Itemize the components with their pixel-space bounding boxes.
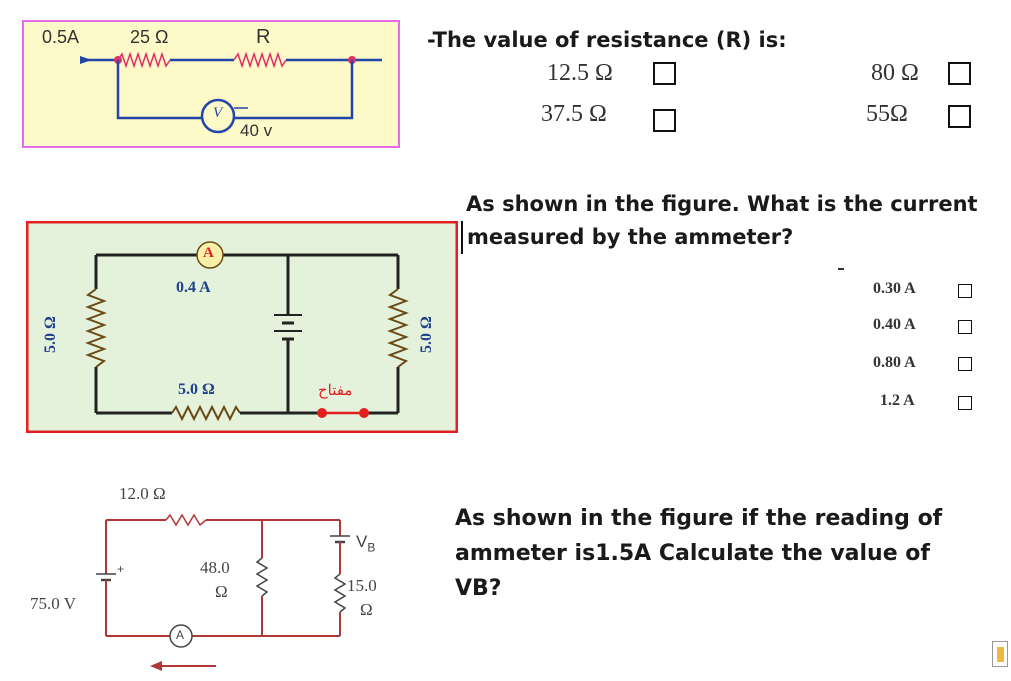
ammeter-symbol: A (203, 245, 214, 261)
voltmeter-wire-right (234, 60, 354, 120)
label-plus: + (117, 562, 125, 576)
q1-option-c-label: 37.5 Ω (541, 101, 607, 127)
resistor-r (233, 51, 287, 69)
q2-option-d-label: 1.2 A (880, 392, 915, 409)
question-2-line-1: As shown in the figure. What is the curr… (466, 192, 978, 216)
q2-option-b-checkbox[interactable] (958, 320, 972, 334)
label-current: 0.5A (42, 27, 80, 47)
switch-contact-right (359, 408, 369, 418)
label-vb-main: V (356, 532, 368, 551)
figure-1-circuit: 0.5A 25 Ω R V 40 v (22, 20, 400, 148)
corner-widget-icon[interactable] (992, 641, 1008, 667)
q1-option-a-checkbox[interactable] (653, 62, 676, 85)
figure-1-svg (22, 20, 400, 148)
label-r2: R (256, 26, 271, 48)
label-voltmeter: V (213, 105, 223, 121)
label-voltage: 40 v (240, 121, 273, 140)
label-vb: VB (356, 532, 375, 554)
label-r1: 25 Ω (130, 27, 169, 47)
current-arrow (80, 56, 92, 64)
figure-2-circuit: A 0.4 A 5.0 Ω 5.0 Ω 5.0 Ω مفتاح (25, 220, 459, 434)
resistor-15 (333, 573, 347, 613)
label-r-bottom: 5.0 Ω (178, 381, 215, 398)
q2-option-b-label: 0.40 A (873, 316, 916, 333)
resistor-25 (117, 51, 171, 69)
q2-option-a-label: 0.30 A (873, 280, 916, 297)
q2-option-d-checkbox[interactable] (958, 396, 972, 410)
q1-option-d-label: 55Ω (866, 101, 908, 127)
q2-option-c-checkbox[interactable] (958, 357, 972, 371)
q1-option-b-checkbox[interactable] (948, 62, 971, 85)
q1-option-d-checkbox[interactable] (948, 105, 971, 128)
label-r-right-val: 15.0 (347, 576, 377, 595)
voltmeter-wire-left (116, 60, 202, 120)
resistor-bottom (171, 404, 241, 422)
figure-2-svg (25, 220, 459, 434)
question-1-text: -The value of resistance (R) is: (427, 28, 787, 52)
label-r-middle-val: 48.0 (200, 558, 230, 577)
switch-contact-left (317, 408, 327, 418)
label-vb-sub: B (367, 540, 376, 555)
resistor-12 (165, 513, 207, 527)
ammeter-reading: 0.4 A (176, 279, 211, 296)
corner-widget-fill (997, 647, 1004, 662)
ammeter-3-symbol: A (176, 628, 185, 642)
q1-option-a-label: 12.5 Ω (547, 60, 613, 86)
q2-option-c-label: 0.80 A (873, 354, 916, 371)
q2-option-a-checkbox[interactable] (958, 284, 972, 298)
resistor-left (85, 288, 107, 368)
dash-mark (838, 268, 844, 270)
q1-option-b-label: 80 Ω (871, 60, 919, 86)
label-r-right-unit: Ω (360, 600, 373, 619)
figure-3-svg (96, 513, 350, 671)
ammeter (196, 241, 224, 269)
voltmeter (200, 98, 236, 134)
question-2-line-2: measured by the ammeter? (461, 221, 793, 254)
ammeter-3 (169, 624, 193, 648)
resistor-48 (255, 557, 269, 597)
label-r-middle-unit: Ω (215, 582, 228, 601)
question-3-line-1: As shown in the figure if the reading of (455, 506, 943, 531)
q1-option-c-checkbox[interactable] (653, 109, 676, 132)
question-3-line-3: VB? (455, 576, 502, 601)
current-arrow-head (150, 661, 162, 671)
label-r-left: 5.0 Ω (42, 316, 59, 353)
figure-3-circuit: 12.0 Ω 48.0 Ω 15.0 Ω 75.0 V + VB A (26, 482, 396, 676)
switch-label: مفتاح (318, 382, 353, 399)
question-3-line-2: ammeter is1.5A Calculate the value of (455, 541, 930, 566)
label-r-top: 12.0 Ω (119, 484, 166, 503)
label-r-right: 5.0 Ω (418, 316, 435, 353)
label-source: 75.0 V (30, 594, 76, 613)
resistor-right (387, 288, 409, 368)
